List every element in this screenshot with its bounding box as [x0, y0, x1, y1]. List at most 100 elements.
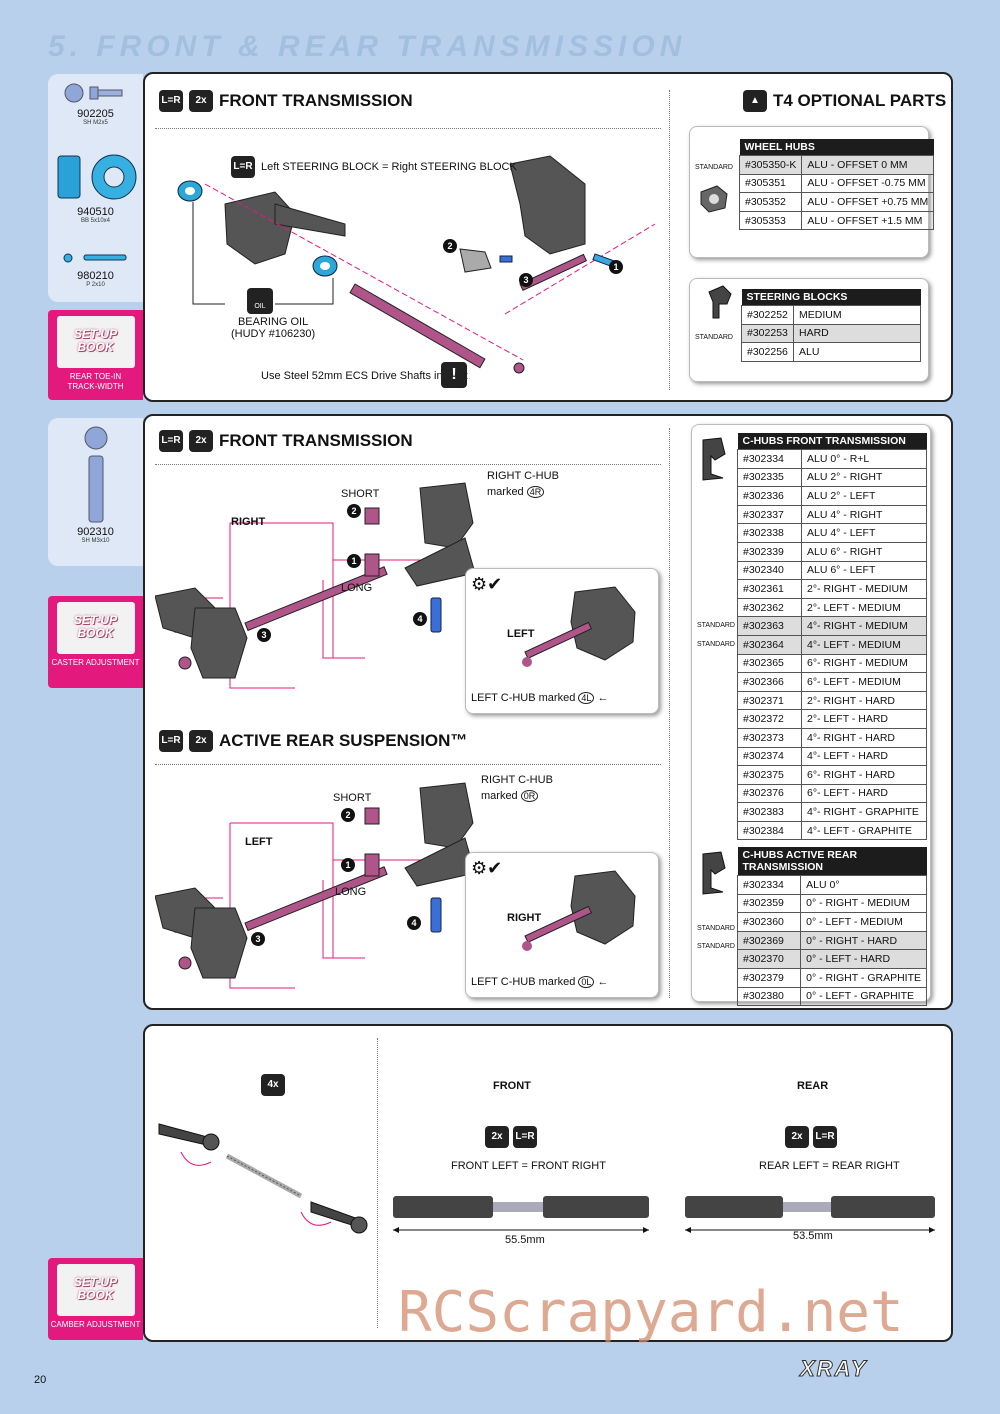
- steering-note: Left STEERING BLOCK = Right STEERING BLO…: [261, 161, 517, 173]
- screw-icon: [64, 83, 123, 103]
- steering-block-right: [509, 155, 586, 255]
- oil-ref: (HUDY #106230): [231, 328, 316, 340]
- part-desc: BB 5x10x4: [80, 218, 111, 224]
- setup-caption: CAMBER ADJUSTMENT: [50, 1320, 141, 1329]
- step-number: 2: [443, 239, 457, 253]
- inset-label: LEFT C-HUB marked: [471, 976, 576, 988]
- marked-label: marked: [487, 486, 524, 498]
- inset-side-label: LEFT: [507, 628, 535, 640]
- step-number: 4: [413, 612, 427, 626]
- step-number: 1: [347, 554, 361, 568]
- gear-check-icon: ⚙✔: [471, 858, 503, 878]
- marked-label: marked: [481, 790, 518, 802]
- long-label: LONG: [335, 886, 367, 898]
- step-number: 1: [341, 858, 355, 872]
- inset-c-hub-diagram: [522, 870, 636, 951]
- step-number: 2: [347, 504, 361, 518]
- part-desc: P 2x10: [86, 282, 105, 288]
- step-number: 3: [257, 628, 271, 642]
- table-title: C-HUBS ACTIVE REAR TRANSMISSION: [737, 847, 927, 876]
- long-label: LONG: [341, 582, 373, 594]
- short-label: SHORT: [333, 792, 372, 804]
- thumbs-up-icon: ▲: [743, 90, 767, 112]
- mark-badge: 4L: [578, 692, 595, 704]
- rear-dimension: 53.5mm: [793, 1230, 833, 1242]
- setup-book-badge[interactable]: SET-UP BOOK REAR TOE-IN TRACK-WIDTH: [48, 310, 143, 400]
- setup-book-badge[interactable]: SET-UP BOOK CAMBER ADJUSTMENT: [48, 1258, 143, 1340]
- short-label: SHORT: [341, 488, 380, 500]
- front-note: FRONT LEFT = FRONT RIGHT: [451, 1160, 606, 1172]
- step-number: 4: [407, 916, 421, 930]
- quantity-2x-icon: 2x: [785, 1126, 809, 1148]
- front-turnbuckle-diagram: [393, 1196, 649, 1233]
- watermark: RCScrapyard.net: [398, 1280, 904, 1345]
- mark-badge: 0L: [578, 976, 595, 988]
- bearing-right: [312, 255, 338, 277]
- inset-c-hub-diagram: [522, 586, 636, 667]
- quantity-2x-icon: 2x: [189, 430, 213, 452]
- bearing-left: [177, 180, 203, 202]
- standard-label: STANDARD: [697, 943, 735, 950]
- front-dimension: 55.5mm: [505, 1234, 545, 1246]
- front-c-hub-diagram: [155, 482, 476, 689]
- part-desc: SH M3x10: [81, 538, 110, 544]
- inset-label: LEFT C-HUB marked: [471, 692, 576, 704]
- rear-turnbuckle-diagram: [685, 1196, 935, 1233]
- quantity-2x-icon: 2x: [485, 1126, 509, 1148]
- left-equals-right-icon: L=R: [513, 1126, 537, 1148]
- mark-badge: 0R: [520, 790, 539, 802]
- oil-label: BEARING OIL: [237, 316, 309, 328]
- turnbuckle-assembly-diagram: [158, 1123, 368, 1234]
- left-equals-right-icon: L=R: [813, 1126, 837, 1148]
- section-heading: FRONT TRANSMISSION: [219, 431, 413, 450]
- inset-side-label: RIGHT: [507, 912, 542, 924]
- front-transmission-diagram: [177, 155, 656, 374]
- gear-check-icon: ⚙✔: [471, 574, 503, 594]
- steering-block-icon: [708, 285, 732, 319]
- setup-book-icon: SET-UP BOOK: [56, 316, 135, 368]
- setup-caption: REAR TOE-IN TRACK-WIDTH: [67, 372, 124, 391]
- left-equals-right-icon: L=R: [231, 156, 255, 178]
- table-title: WHEEL HUBS: [739, 139, 934, 156]
- mark-badge: 4R: [526, 486, 545, 498]
- pin-icon: [63, 253, 127, 263]
- steering-block-left: [224, 191, 346, 265]
- part-desc: SH M2x5: [83, 120, 108, 126]
- page-title: 5. FRONT & REAR TRANSMISSION: [48, 30, 687, 63]
- step-number: 1: [609, 260, 623, 274]
- quantity-2x-icon: 2x: [189, 730, 213, 752]
- page-number: 20: [34, 1374, 47, 1386]
- c-hub-icon: [702, 437, 726, 481]
- standard-label: STANDARD: [695, 164, 733, 171]
- part-code: 980210: [77, 270, 114, 282]
- quantity-2x-icon: 2x: [189, 90, 213, 112]
- setup-book-badge[interactable]: SET-UP BOOK CASTER ADJUSTMENT: [48, 596, 143, 688]
